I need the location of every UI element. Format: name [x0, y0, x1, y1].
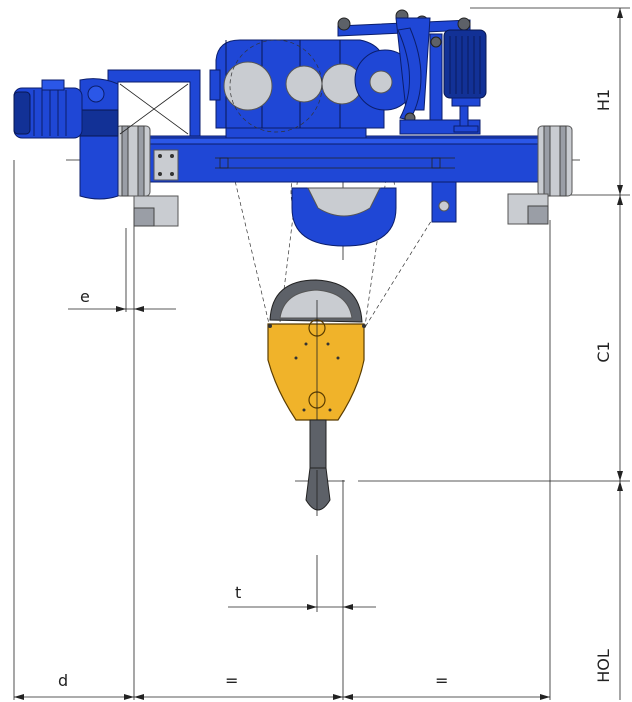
dim-label-equal-left: =: [225, 671, 238, 690]
dim-label-c1: C1: [594, 341, 613, 362]
trolley-wheel-right: [507, 125, 573, 225]
dim-label-equal-right: =: [435, 671, 448, 690]
hook-block: [267, 279, 366, 421]
dim-label-hol: HOL: [594, 649, 613, 683]
travel-motor: [13, 69, 201, 200]
dim-label-h1: H1: [594, 89, 613, 111]
dim-label-e: e: [80, 287, 90, 306]
dim-label-d: d: [58, 671, 68, 690]
rope-drum: [291, 187, 397, 247]
hook-shank: [305, 419, 331, 516]
trolley-wheel-left: [115, 125, 179, 227]
dim-label-t: t: [235, 583, 241, 602]
control-box: [443, 29, 487, 133]
hoist-gearbox: [209, 39, 416, 139]
